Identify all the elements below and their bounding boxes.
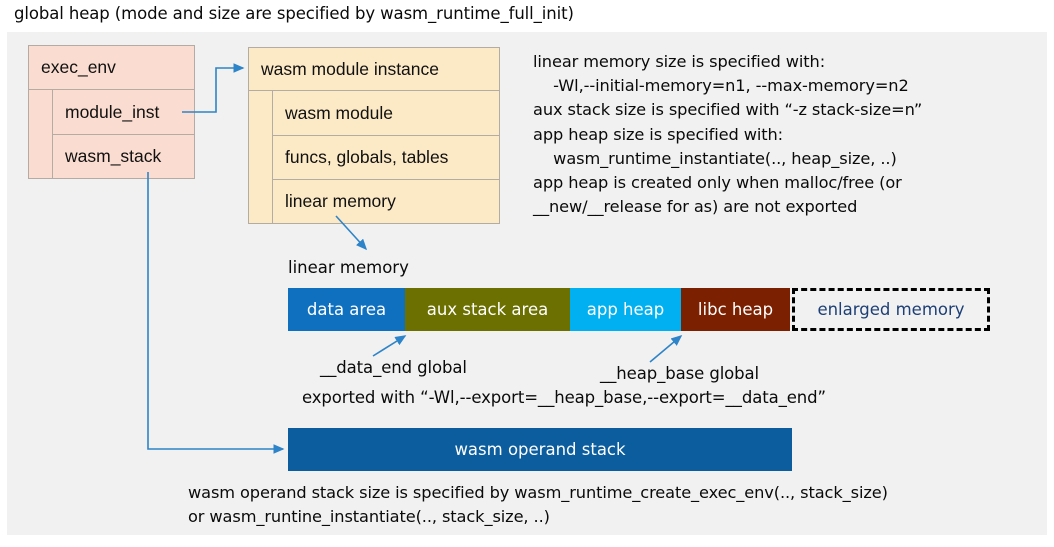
export-flags-note: exported with “-Wl,--export=__heap_base,… (302, 388, 826, 407)
exec-env-field-wasm-stack: wasm_stack (53, 134, 194, 178)
operand-stack-note: wasm operand stack size is specified by … (188, 483, 888, 527)
exec-env-field-module-inst: module_inst (65, 101, 160, 122)
exec-env-gutter (29, 90, 53, 178)
memory-segment-data-area: data area (288, 288, 405, 331)
module-instance-gutter (249, 91, 273, 223)
memory-segment-libc-heap: libc heap (681, 288, 790, 331)
memory-spec-note: linear memory size is specified with: -W… (533, 52, 923, 217)
exec-env-body: module_inst wasm_stack (29, 90, 194, 178)
memory-segment-aux-stack-area: aux stack area (405, 288, 570, 331)
module-instance-fields: wasm module funcs, globals, tables linea… (273, 91, 499, 223)
exec-env-header: exec_env (29, 46, 194, 90)
module-instance-body: wasm module funcs, globals, tables linea… (249, 91, 499, 223)
linear-memory-label: linear memory (288, 258, 409, 277)
memory-segment-enlarged-memory: enlarged memory (792, 288, 990, 331)
module-instance-field-wasm-module: wasm module (285, 102, 393, 123)
memory-segment-app-heap: app heap (570, 288, 681, 331)
wasm-operand-stack-label: wasm operand stack (454, 440, 626, 459)
wasm-module-instance-box: wasm module instance wasm module funcs, … (248, 47, 500, 224)
heap-base-global-label: __heap_base global (600, 364, 760, 383)
exec-env-fields: module_inst wasm_stack (53, 90, 194, 178)
wasm-operand-stack-box: wasm operand stack (288, 428, 792, 471)
page-title: global heap (mode and size are specified… (14, 4, 574, 23)
module-instance-field-funcs-globals-tables: funcs, globals, tables (273, 135, 499, 179)
exec-env-box: exec_env module_inst wasm_stack (28, 45, 195, 179)
data-end-global-label: __data_end global (320, 358, 467, 377)
module-instance-header: wasm module instance (249, 48, 499, 91)
module-instance-field-linear-memory: linear memory (273, 179, 499, 223)
